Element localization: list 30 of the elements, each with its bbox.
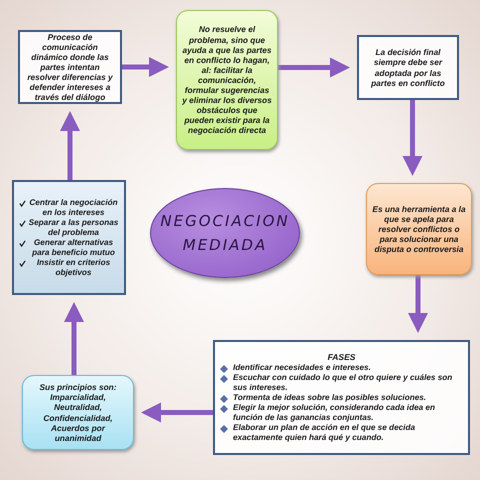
- box-text: Sus principios son: Imparcialidad, Neutralidad, Confidencialidad, Acuerdos por unanimidad: [38, 382, 118, 443]
- arrow: [122, 57, 169, 77]
- checklist-box: [12, 180, 126, 295]
- phase-item: Escuchar con cuidado lo que el otro quiere y cuáles son sus intereses.: [233, 372, 454, 393]
- box-text: No resuelve el problema, sino que ayuda a que las partes en conflicto lo hagan, al: facilitar la comunicación, formular sugerencias y eliminar los diversos obstáculos que pueden existir para la negociación directa: [182, 24, 272, 136]
- arrow: [278, 58, 350, 78]
- phase-item: Elaborar un plan de acción en el que se decida exactamente quien hará qué y cuando.: [233, 422, 416, 443]
- text-box: [18, 30, 122, 104]
- check-list-item: Insistir en criterios objetivos: [36, 258, 112, 278]
- box-text: Es una herramienta a la que se apela para resolver conflictos o para solucionar una disputa o controversia: [372, 204, 466, 254]
- center-title: NEGOCIACION MEDIADA: [159, 211, 291, 256]
- phases-box: [213, 340, 470, 455]
- arrow: [141, 402, 213, 422]
- phases-heading: FASES: [328, 352, 356, 363]
- box-text: La decisión final siempre debe ser adoptada por las partes en conflicto: [370, 47, 446, 88]
- arrow: [408, 275, 428, 333]
- rounded-box: [176, 10, 278, 150]
- box-text: Proceso de comunicación dinámico donde las partes intentan resolver diferencias y defender intereses a través del diálogo: [26, 32, 114, 102]
- phase-item: Identificar necesidades e intereses.: [233, 362, 371, 373]
- arrow: [60, 111, 80, 180]
- check-list-item: Generar alternativas para beneficio mutuo: [31, 238, 116, 258]
- phase-item: Tormenta de ideas sobre las posibles soluciones.: [233, 392, 426, 403]
- check-list-item: Centrar la negociación en los intereses: [28, 198, 119, 218]
- rounded-box: [22, 375, 134, 450]
- phase-item: Elegir la mejor solución, considerando cada idea en función de las ganancias conjuntas.: [233, 402, 436, 423]
- check-list-item: Separar a las personas del problema: [28, 218, 119, 238]
- rounded-box: [366, 183, 472, 275]
- arrow: [64, 302, 84, 375]
- text-box: [357, 35, 459, 100]
- arrow: [402, 100, 422, 176]
